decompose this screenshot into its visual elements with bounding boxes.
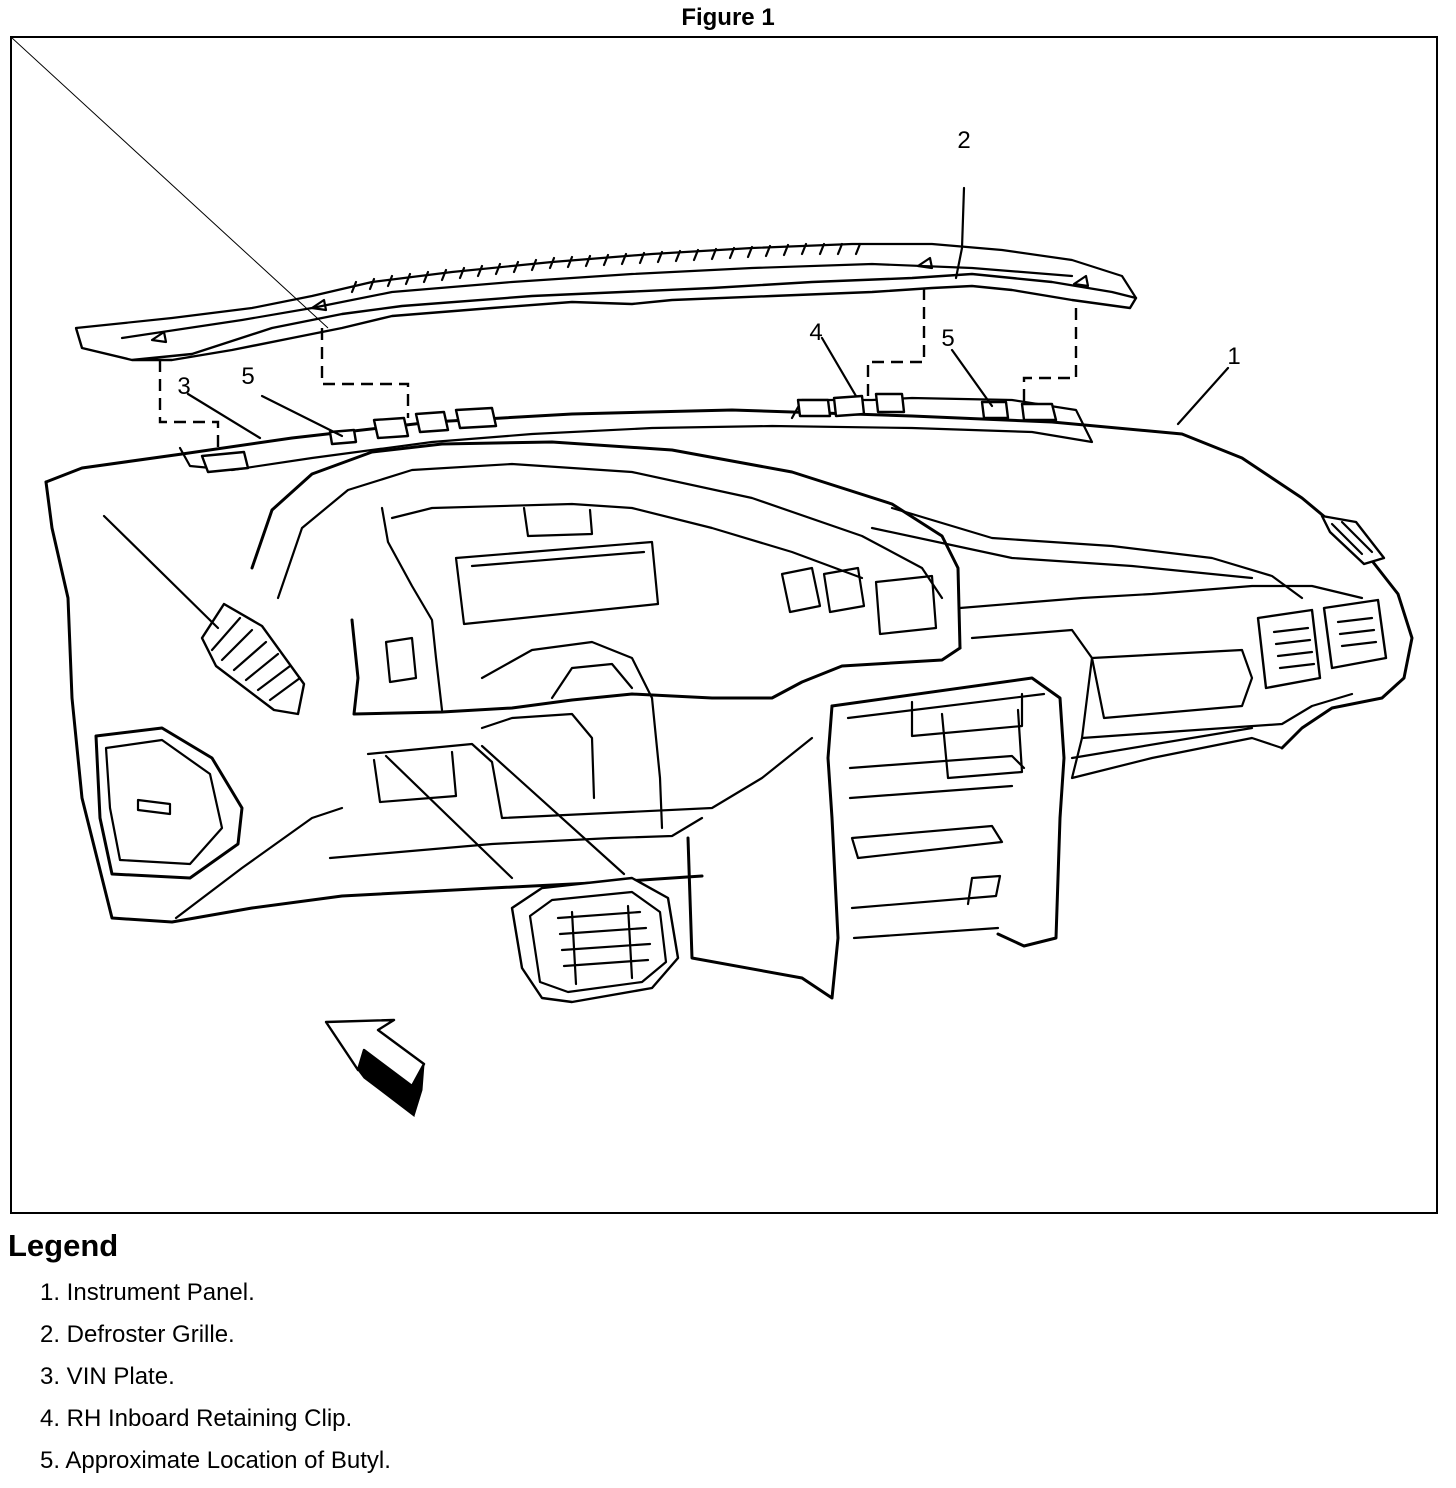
figure-frame: 2 1 3 5 4 5: [10, 36, 1438, 1214]
clip-marker-icon: [150, 330, 168, 344]
callout-3: 3: [177, 373, 190, 400]
defroster-grille: [74, 242, 1138, 362]
legend-item: 1. Instrument Panel.: [40, 1279, 255, 1306]
clip-marker-icon: [310, 298, 328, 312]
instrument-panel: [44, 392, 1414, 1000]
clip-marker-icon: [916, 256, 934, 270]
alignment-lines: [158, 288, 1078, 454]
legend-item: 4. RH Inboard Retaining Clip.: [40, 1405, 353, 1432]
callout-5-right: 5: [941, 325, 954, 352]
callout-5-left: 5: [241, 363, 254, 390]
legend-item: 2. Defroster Grille.: [40, 1321, 235, 1348]
legend-item: 3. VIN Plate.: [40, 1363, 175, 1390]
left-lower-vent-opening: [94, 726, 244, 880]
defroster-slots: [350, 242, 862, 294]
leader-lines: [102, 186, 1230, 630]
left-side-vent: [200, 602, 306, 716]
clip-marker-icon: [1072, 274, 1090, 288]
instrument-panel-diagram: 2 1 3 5 4 5: [12, 38, 1414, 1118]
callout-4: 4: [809, 319, 822, 346]
callout-1: 1: [1227, 343, 1240, 370]
center-vent-removed: [384, 744, 680, 1004]
legend-item: 5. Approximate Location of Butyl.: [40, 1447, 391, 1474]
callout-2: 2: [957, 127, 970, 154]
right-vents: [1256, 514, 1388, 690]
figure-title: Figure 1: [681, 4, 775, 31]
legend-heading: Legend: [8, 1228, 119, 1263]
view-arrow-icon: [12, 38, 426, 1118]
legend-list: 1. Instrument Panel. 2. Defroster Grille…: [40, 1278, 391, 1488]
